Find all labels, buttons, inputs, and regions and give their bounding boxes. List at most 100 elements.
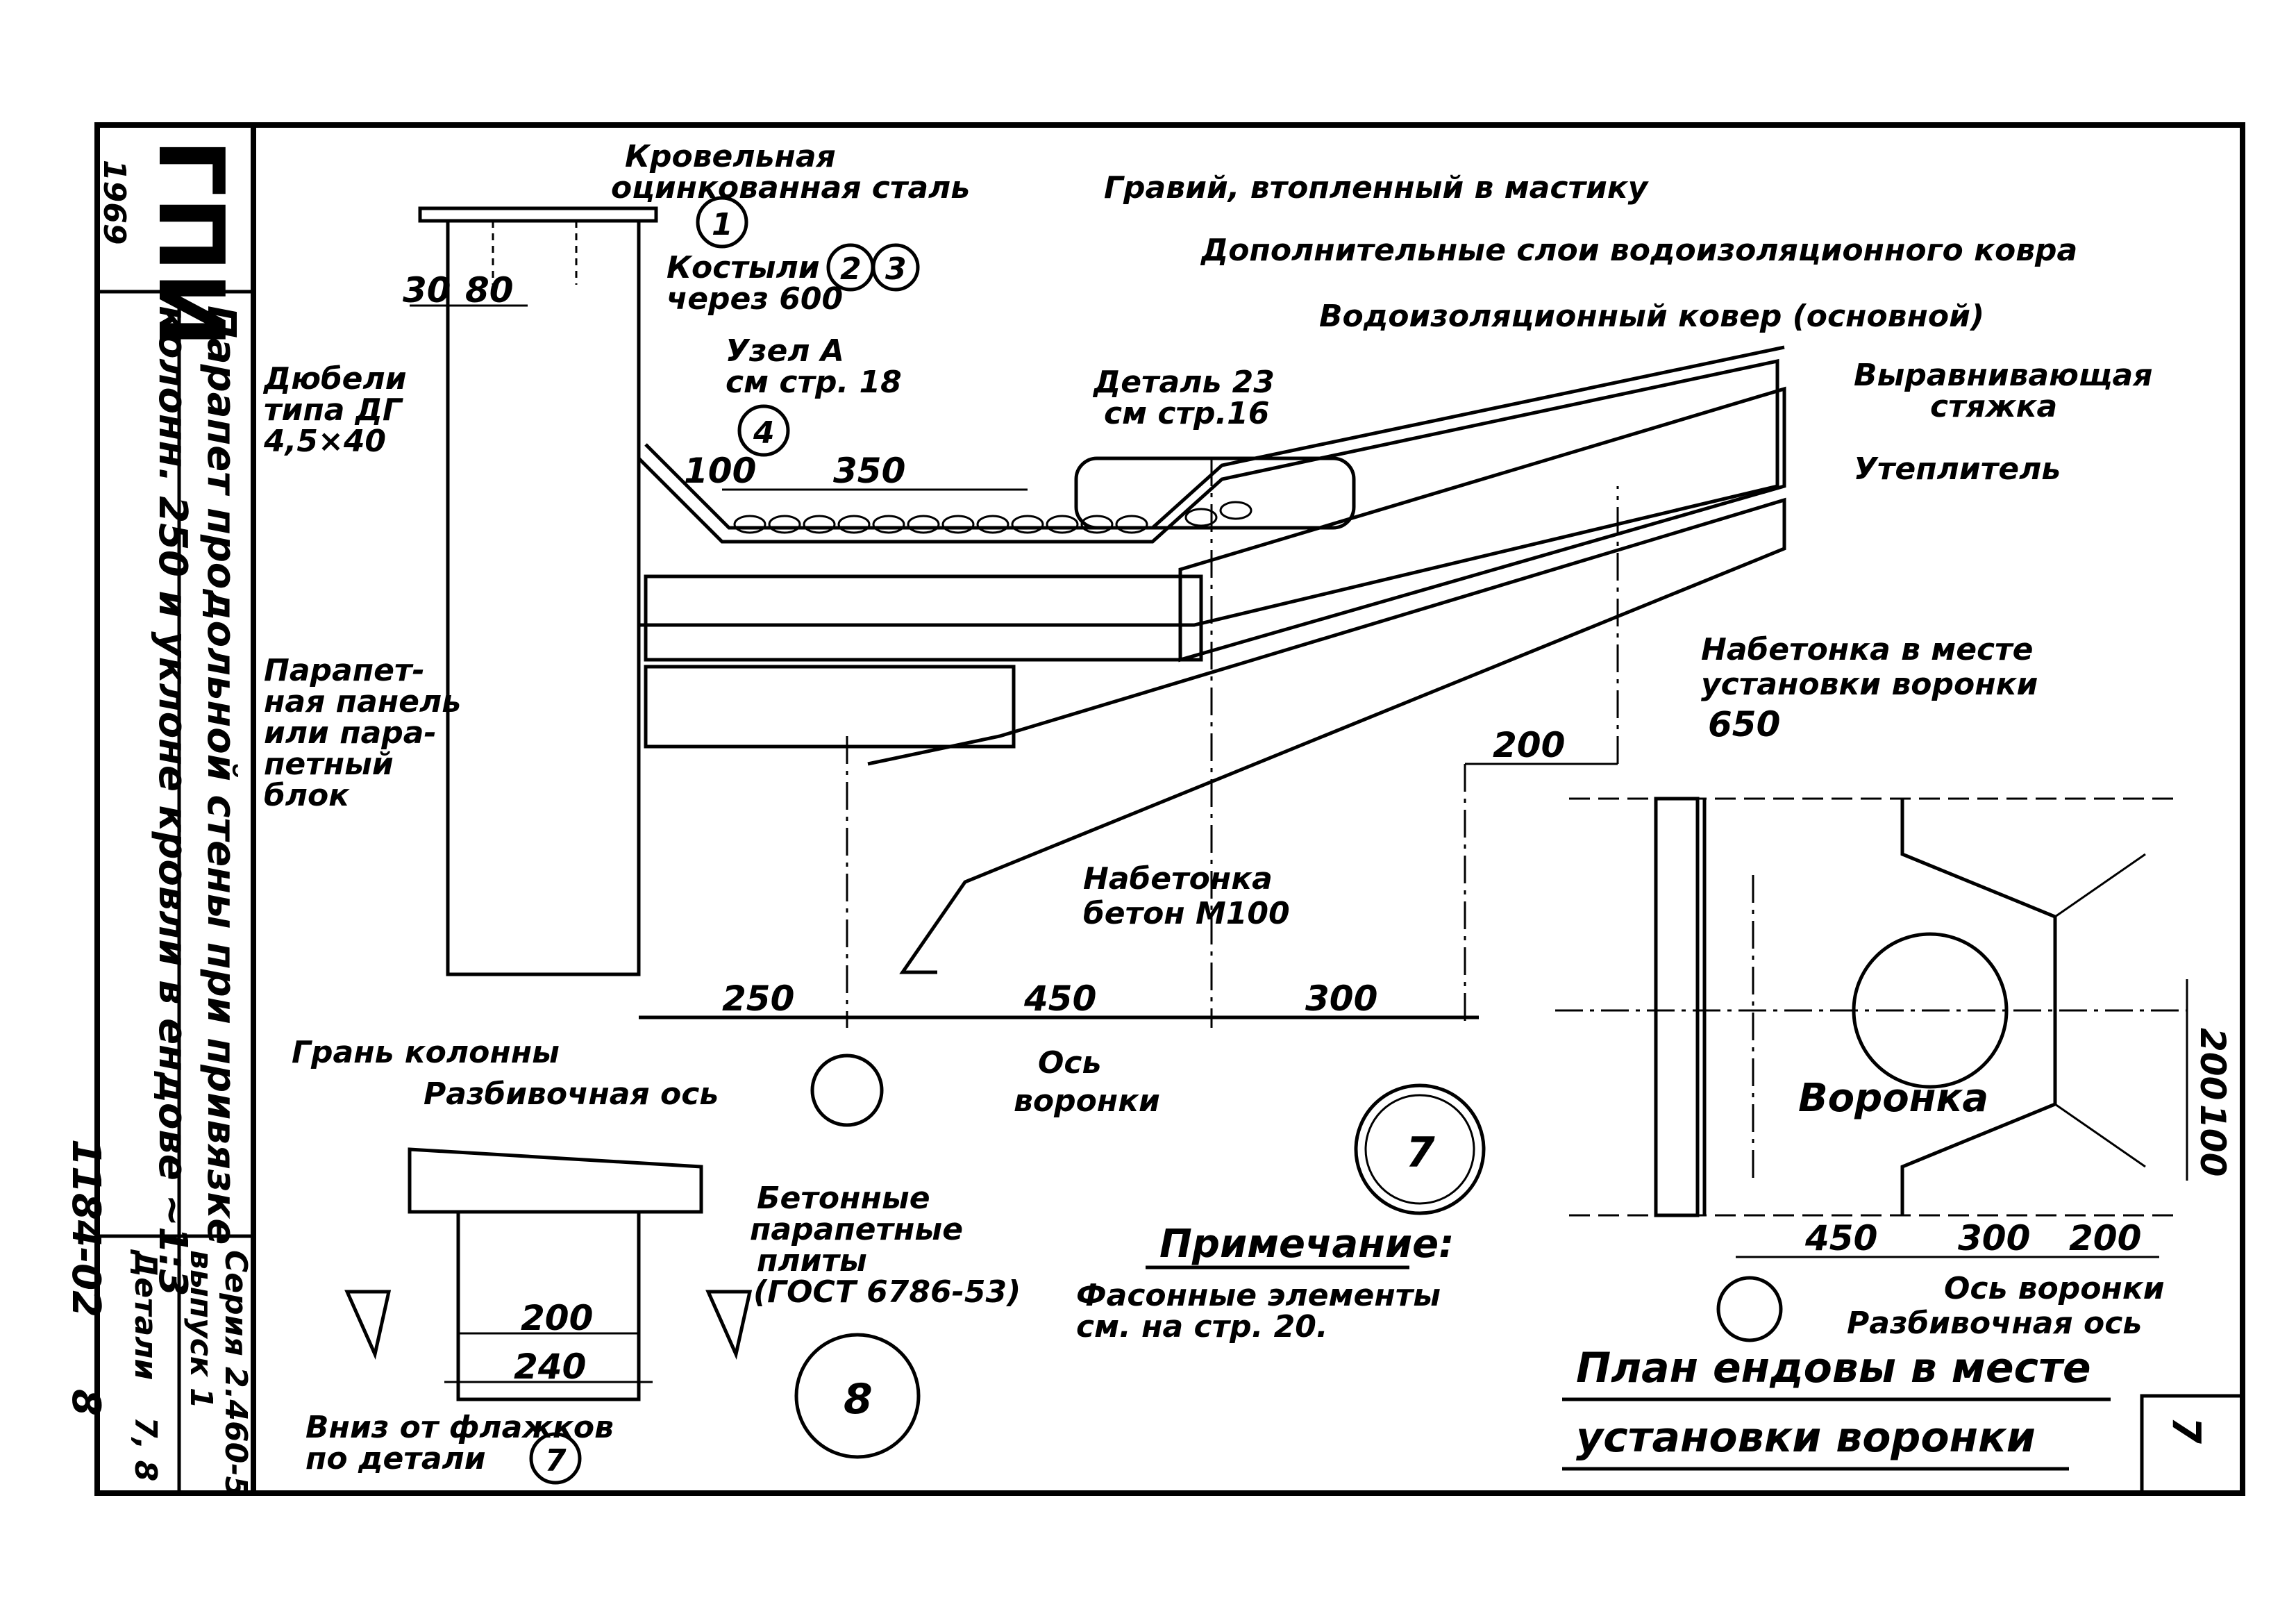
dim-650: 650 (1708, 704, 1780, 744)
plan-sump-outline (1900, 799, 2057, 1215)
label-dowels-2: типа ДГ (264, 392, 403, 428)
dim-240: 240 (514, 1347, 586, 1387)
parapet-slab (408, 1147, 703, 1214)
label-node-a-2: см стр. 18 (726, 365, 902, 400)
dim-300: 300 (1305, 979, 1377, 1019)
slab (644, 665, 1016, 749)
label-extra-layers: Дополнительные слои водоизоляционного ко… (1200, 233, 2077, 268)
plan-sump-right (2054, 853, 2146, 1168)
svg-text:2: 2 (840, 251, 862, 287)
flashing-left (344, 1290, 392, 1360)
label-funnel: Воронка (1798, 1076, 1988, 1121)
label-crutches-1: Костыли (667, 250, 820, 285)
dim-350: 350 (833, 451, 905, 491)
label-down-2: по детали (305, 1441, 486, 1476)
note-line-1: Фасонные элементы (1076, 1278, 1441, 1313)
slab-section (344, 1147, 753, 1401)
page-number: 7 (2163, 1417, 2209, 1444)
label-detail23-2: см стр.16 (1104, 396, 1269, 431)
gravel-layer (733, 501, 1252, 534)
callout-3: 3 (871, 243, 920, 292)
dim-80: 80 (465, 270, 514, 310)
callout-1: 1 (696, 196, 748, 249)
section-7-mark: 7 (1354, 1083, 1486, 1215)
dim-200b: 200 (521, 1298, 593, 1338)
label-crutches-2: через 600 (667, 281, 843, 317)
detail-23-funnel-body (1074, 456, 1356, 530)
gutter-layers (637, 358, 1779, 627)
plan-layout-axis-marker (1716, 1276, 1783, 1342)
label-concrete-fill-1: Набетонка в месте (1701, 632, 2033, 667)
sheet-title-line1: Парапет продольной стены при привязке (199, 306, 244, 1244)
stamp-year: 1969 (97, 160, 132, 244)
plan-dim-450: 450 (1804, 1218, 1877, 1258)
plan-title-2: установки воронки (1576, 1413, 2036, 1462)
dim-200a: 200 (1493, 725, 1565, 765)
label-plan-axis-funnel: Ось воронки (1944, 1271, 2165, 1306)
plan-wall-hatch (1654, 797, 1700, 1217)
parapet-section (410, 206, 1786, 1028)
dim-30: 30 (403, 270, 451, 310)
label-main-carpet: Водоизоляционный ковер (основной) (1319, 299, 1984, 334)
label-funnel-axis-1: Ось (1038, 1045, 1101, 1081)
roof-steel-cap (418, 206, 658, 223)
document-sheet: 8 (63, 1389, 108, 1416)
label-parapet-panel-3: или пара- (264, 715, 437, 751)
label-concrete-m100-1: Набетонка (1083, 861, 1273, 897)
dim-100: 100 (684, 451, 756, 491)
label-roof-steel-2: оцинкованная сталь (611, 170, 970, 206)
flashing-right (705, 1290, 753, 1360)
detail-word: Детали (128, 1249, 163, 1380)
parapet-panel (446, 219, 641, 976)
dim-250: 250 (722, 979, 794, 1019)
label-roof-steel-1: Кровельная (625, 139, 836, 174)
label-dowels-1: Дюбели (262, 361, 407, 397)
svg-text:8: 8 (844, 1375, 873, 1424)
note-title: Примечание: (1159, 1222, 1454, 1267)
label-down-1: Вниз от флажков (305, 1410, 614, 1445)
callout-4: 4 (737, 404, 790, 457)
section-8-mark: 8 (794, 1333, 921, 1459)
svg-text:1: 1 (712, 207, 733, 242)
callout-2: 2 (826, 243, 875, 292)
label-screed-2: стяжка (1930, 389, 2057, 424)
label-dowels-3: 4,5×40 (263, 424, 386, 459)
label-funnel-axis-2: воронки (1014, 1083, 1160, 1119)
sloped-insulation (1178, 386, 1786, 663)
label-concrete-m100-2: бетон М100 (1083, 896, 1290, 931)
label-slabs-3: плиты (757, 1243, 867, 1279)
plan-title-1: План ендовы в месте (1576, 1344, 2091, 1392)
label-parapet-panel-5: блок (264, 778, 350, 813)
label-insulation: Утеплитель (1854, 451, 2061, 487)
sheet-title-line2: колонн. 250 и уклоне кровли в ендове ~1:… (150, 306, 195, 1297)
parapet-block (456, 1210, 641, 1401)
valley-plan (1555, 797, 2188, 1258)
svg-text:3: 3 (885, 251, 907, 287)
series-line2: выпуск 1 (183, 1250, 219, 1409)
label-detail23-1: Деталь 23 (1092, 365, 1275, 400)
dim-450: 450 (1023, 979, 1096, 1019)
label-parapet-panel-1: Парапет- (264, 653, 425, 688)
series-line1: Серия 2.460-5 (218, 1250, 253, 1497)
detail-numbers: 7, 8 (128, 1417, 163, 1481)
plan-dim-200: 200 (2069, 1218, 2141, 1258)
callout-7-small: 7 (529, 1432, 582, 1485)
label-column-face: Грань колонны (292, 1035, 560, 1070)
plan-dim-200v: 200 (2193, 1028, 2233, 1100)
label-slabs-2: парапетные (750, 1212, 963, 1247)
plan-dim-300: 300 (1958, 1218, 2030, 1258)
label-gravel: Гравий, втопленный в мастику (1104, 170, 1650, 206)
sheet-frame (94, 122, 2245, 1496)
svg-text:4: 4 (753, 415, 775, 451)
page-number-box (2140, 1394, 2245, 1495)
label-parapet-panel-4: петный (264, 747, 394, 782)
svg-text:7: 7 (1406, 1129, 1435, 1177)
label-concrete-fill-2: установки воронки (1701, 667, 2038, 702)
plan-dim-100: 100 (2193, 1104, 2233, 1176)
label-parapet-panel-2: ная панель (264, 684, 461, 719)
svg-text:7: 7 (545, 1443, 567, 1479)
layout-axis-marker (810, 1054, 884, 1127)
label-node-a-1: Узел А (726, 333, 844, 369)
beam-soffit (867, 497, 1786, 974)
